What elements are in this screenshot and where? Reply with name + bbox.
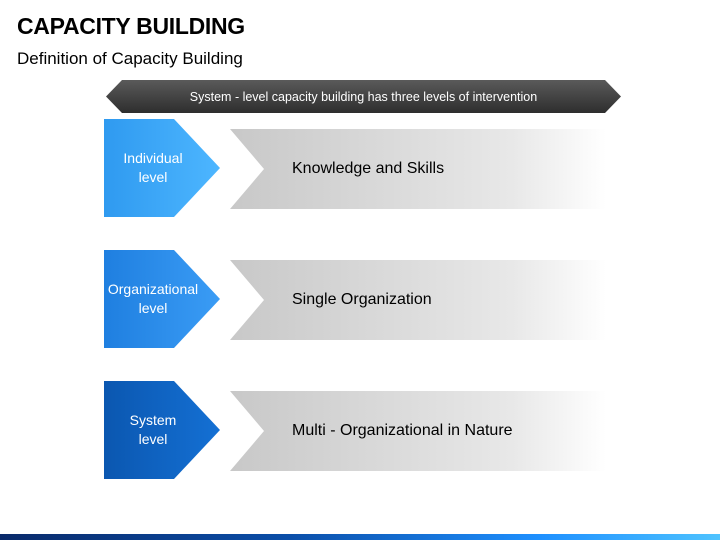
- page-title: CAPACITY BUILDING: [17, 13, 245, 39]
- description-arrow: Multi - Organizational in Nature: [230, 391, 606, 471]
- level-label: Individual level: [123, 150, 183, 185]
- description-arrow: Single Organization: [230, 260, 606, 340]
- banner-text: System - level capacity building has thr…: [189, 89, 538, 104]
- page-subtitle: Definition of Capacity Building: [17, 49, 243, 68]
- level-row-individual: Individual level Knowledge and Skills: [104, 119, 614, 219]
- intervention-banner: System - level capacity building has thr…: [106, 80, 621, 113]
- organizational-level-chevron: Organizational level: [104, 250, 220, 348]
- description-arrow: Knowledge and Skills: [230, 129, 606, 209]
- footer-bar: [0, 534, 720, 540]
- description-text: Knowledge and Skills: [292, 160, 445, 177]
- individual-level-chevron: Individual level: [104, 119, 220, 217]
- level-row-system: System level Multi - Organizational in N…: [104, 381, 614, 481]
- description-text: Multi - Organizational in Nature: [292, 422, 513, 439]
- level-label: Organizational level: [107, 281, 199, 316]
- description-text: Single Organization: [292, 291, 432, 308]
- level-label: System level: [129, 412, 177, 447]
- system-level-chevron: System level: [104, 381, 220, 479]
- level-row-organizational: Organizational level Single Organization: [104, 250, 614, 350]
